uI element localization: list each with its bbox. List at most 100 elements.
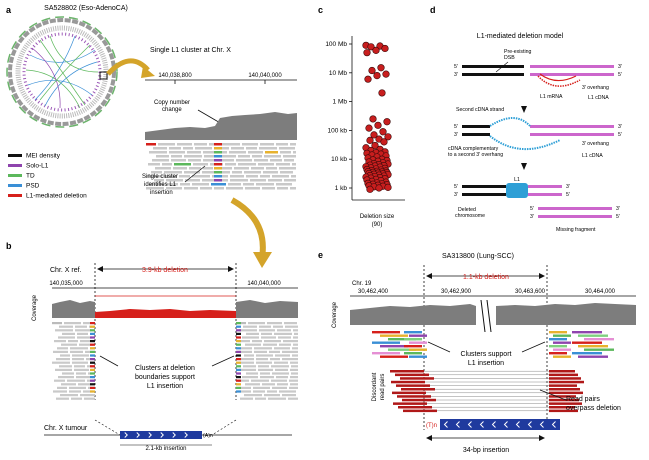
read [53, 350, 68, 353]
read [155, 167, 171, 170]
d-l1-box-label: L1 [514, 177, 520, 183]
read [60, 394, 78, 397]
deletion-point [377, 64, 385, 72]
cluster-read [214, 163, 222, 166]
read [266, 167, 277, 170]
panel-e-readpairs-pointer [539, 389, 567, 401]
read [166, 183, 178, 186]
panel-a-note-line2: identifies L1 [144, 182, 177, 188]
read [59, 325, 73, 328]
cluster-read [584, 348, 614, 351]
d-missing: Missing fragment [556, 227, 596, 233]
read [54, 340, 66, 343]
cluster-read [572, 341, 602, 344]
deletion-point [381, 44, 389, 53]
read [146, 143, 156, 146]
read [244, 354, 254, 357]
read [290, 376, 298, 379]
read [237, 390, 251, 393]
cluster-read [380, 355, 408, 358]
deletion-point [366, 185, 374, 193]
pair-read-left [393, 402, 427, 405]
pair-read-left [390, 370, 424, 373]
read [262, 187, 275, 190]
read [279, 343, 291, 346]
circos-ideogram-ring [8, 18, 116, 126]
read [171, 155, 182, 158]
deletion-point [382, 70, 390, 78]
cluster-read [553, 334, 571, 337]
cluster-read [236, 325, 241, 328]
read [244, 394, 262, 397]
cluster-read [90, 386, 95, 389]
read [245, 383, 260, 386]
pair-read-left [391, 380, 425, 384]
read [153, 147, 167, 150]
read [290, 368, 298, 371]
read [278, 336, 291, 339]
read [228, 183, 241, 186]
panel-b-coverage-right [236, 300, 298, 318]
cluster-read [236, 386, 241, 389]
panel-a-reads [146, 143, 296, 190]
read [255, 397, 266, 400]
panel-e-axis-break-2 [486, 299, 492, 333]
read [238, 155, 250, 158]
read [187, 151, 201, 154]
d-overhang: 3′ overhang [582, 85, 609, 91]
read [260, 143, 274, 146]
legend-label: Solo-L1 [26, 163, 49, 170]
legend-swatch [8, 194, 22, 197]
read [54, 379, 65, 382]
cluster-read [236, 361, 241, 364]
panel-e-coord-1: 30,462,900 [441, 289, 472, 295]
read [217, 179, 228, 182]
read [268, 397, 286, 400]
pair-read-left [402, 398, 436, 402]
y-tick-label: 1 Mb [333, 99, 348, 106]
read [174, 163, 191, 166]
read [177, 143, 192, 146]
read [282, 358, 298, 361]
read [74, 365, 85, 368]
read [248, 322, 265, 325]
read [251, 167, 264, 170]
read [194, 143, 207, 146]
d-second-strand: Second cDNA strand [456, 107, 504, 113]
read [285, 325, 298, 328]
read [202, 171, 216, 174]
d-pre-existing-1: Pre-existing [504, 49, 532, 55]
read [268, 179, 282, 182]
cluster-read [409, 355, 427, 358]
panel-e-ins-arrow-l [426, 435, 432, 441]
deletion-point [366, 136, 374, 144]
read [290, 361, 298, 364]
read [259, 329, 275, 332]
cluster-read [572, 331, 602, 334]
read [280, 171, 293, 174]
read [246, 147, 257, 150]
read [282, 394, 296, 397]
read [56, 358, 70, 361]
panel-a-label: a [6, 5, 12, 15]
read [57, 347, 68, 350]
read [272, 175, 289, 178]
deletion-point [379, 128, 387, 136]
read [279, 390, 296, 393]
pair-read-left [392, 391, 426, 395]
read [83, 390, 93, 393]
read [252, 155, 262, 158]
read [245, 187, 260, 190]
read [258, 163, 274, 166]
read [80, 394, 95, 397]
read [229, 151, 246, 154]
panel-b-span-arrow-l [97, 266, 103, 272]
read [290, 143, 296, 146]
read [188, 159, 201, 162]
d-step2-second-strand [489, 117, 531, 127]
read [58, 336, 75, 339]
arrow-to-cluster-head [141, 66, 155, 78]
read [55, 368, 72, 371]
d-step3-three-bot: 3′ [454, 192, 458, 198]
